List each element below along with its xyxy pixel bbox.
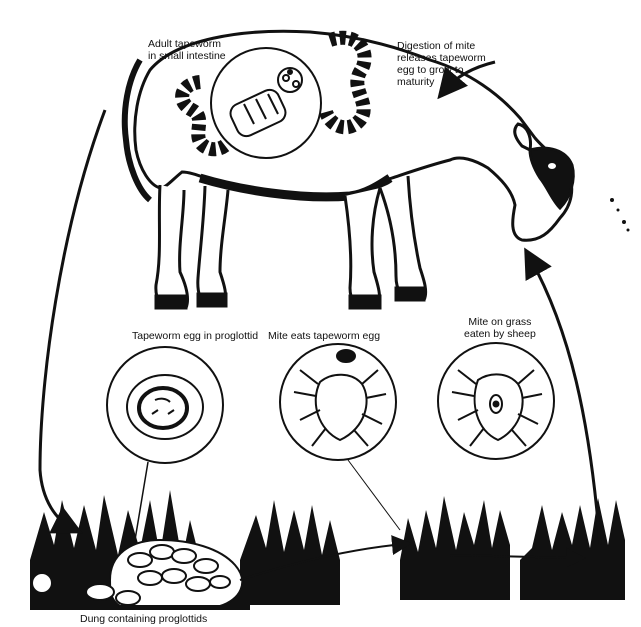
adult-tapeworm-circle bbox=[211, 48, 321, 158]
mite-eats-egg-circle bbox=[280, 344, 396, 460]
sheep-illustration bbox=[125, 31, 573, 308]
pointer-mite-circle bbox=[348, 460, 400, 530]
label-adult-tapeworm: Adult tapeworm in small intestine bbox=[148, 38, 226, 62]
label-mite-on-grass: Mite on grass eaten by sheep bbox=[464, 316, 536, 340]
mite-on-grass-circle bbox=[438, 343, 554, 459]
label-mite-eats-egg: Mite eats tapeworm egg bbox=[268, 330, 380, 342]
stray-marks bbox=[610, 198, 630, 232]
label-digestion: Digestion of mite releases tapeworm egg … bbox=[397, 40, 486, 88]
egg-in-proglottid-circle bbox=[107, 347, 223, 463]
label-dung: Dung containing proglottids bbox=[80, 613, 207, 625]
label-egg-in-proglottid: Tapeworm egg in proglottid bbox=[132, 330, 258, 342]
arrow-intestine-to-dung bbox=[40, 110, 105, 528]
